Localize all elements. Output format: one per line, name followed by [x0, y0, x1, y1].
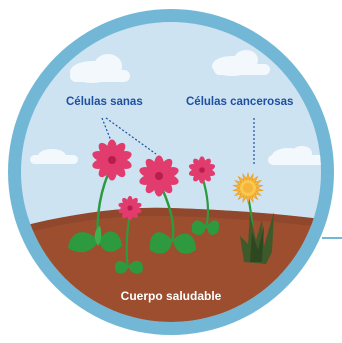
healthy-flower	[188, 156, 220, 235]
cancerous-flower	[232, 171, 274, 264]
cancer-cells-label: Células cancerosas	[186, 96, 294, 108]
healthy-flower	[68, 139, 133, 253]
soil-ridge	[21, 207, 321, 240]
healthy-body-label: Cuerpo saludable	[120, 289, 222, 303]
cloud-left	[30, 149, 78, 164]
cloud-top-left	[70, 54, 130, 83]
cloud-top-right	[212, 50, 270, 76]
healthy-flower	[138, 155, 196, 254]
cloud-right	[268, 146, 321, 165]
healthy-flower	[114, 195, 143, 274]
healthy-cells-label: Células sanas	[66, 96, 143, 108]
